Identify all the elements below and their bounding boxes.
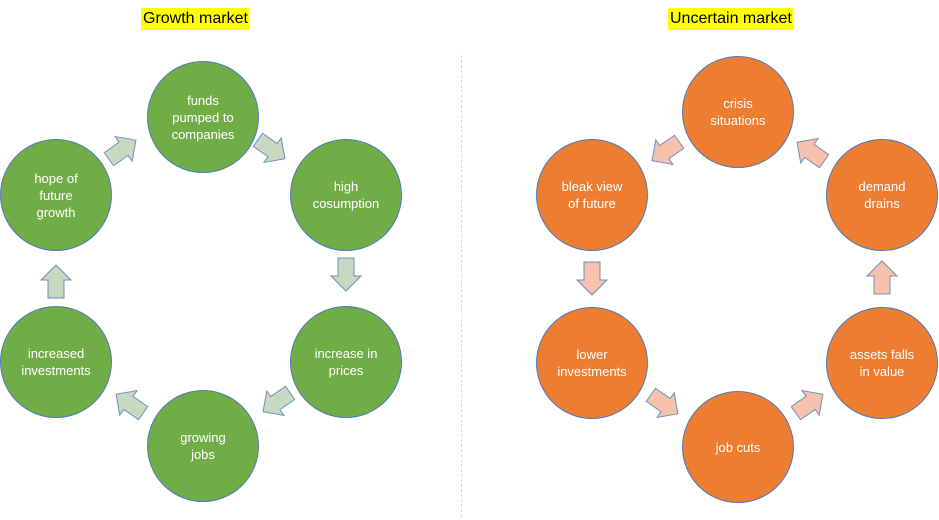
arrow-investments-to-hope bbox=[39, 264, 73, 299]
arrow-crisis-to-bleak bbox=[651, 134, 685, 166]
arrow-hope-to-funds bbox=[103, 135, 137, 167]
arrow-funds-to-consumption bbox=[252, 132, 286, 164]
uncertain-node-crisis: crisis situations bbox=[682, 56, 794, 168]
arrow-prices-to-jobs bbox=[262, 385, 296, 417]
arrow-jobs-to-investments bbox=[115, 389, 149, 421]
growth-node-investments: increased investments bbox=[0, 306, 112, 418]
growth-node-funds: funds pumped to companies bbox=[147, 61, 259, 173]
growth-market-title: Growth market bbox=[141, 8, 250, 30]
growth-node-hope: hope of future growth bbox=[0, 139, 112, 251]
uncertain-node-bleak: bleak view of future bbox=[536, 139, 648, 251]
arrow-consumption-to-prices bbox=[329, 257, 363, 292]
uncertain-node-assets: assets falls in value bbox=[826, 307, 938, 419]
arrow-investments-to-job-cuts bbox=[645, 387, 679, 419]
uncertain-node-demand: demand drains bbox=[826, 139, 938, 251]
arrow-bleak-to-investments bbox=[575, 261, 609, 296]
uncertain-node-investments: lower investments bbox=[536, 307, 648, 419]
arrow-job-cuts-to-assets bbox=[790, 389, 824, 421]
arrow-assets-to-demand bbox=[865, 260, 899, 295]
growth-node-prices: increase in prices bbox=[290, 306, 402, 418]
uncertain-market-title: Uncertain market bbox=[668, 8, 794, 30]
uncertain-node-job-cuts: job cuts bbox=[682, 391, 794, 503]
arrow-demand-to-crisis bbox=[796, 137, 830, 169]
section-divider bbox=[461, 55, 462, 517]
growth-node-jobs: growing jobs bbox=[147, 390, 259, 502]
growth-node-consumption: high cosumption bbox=[290, 139, 402, 251]
